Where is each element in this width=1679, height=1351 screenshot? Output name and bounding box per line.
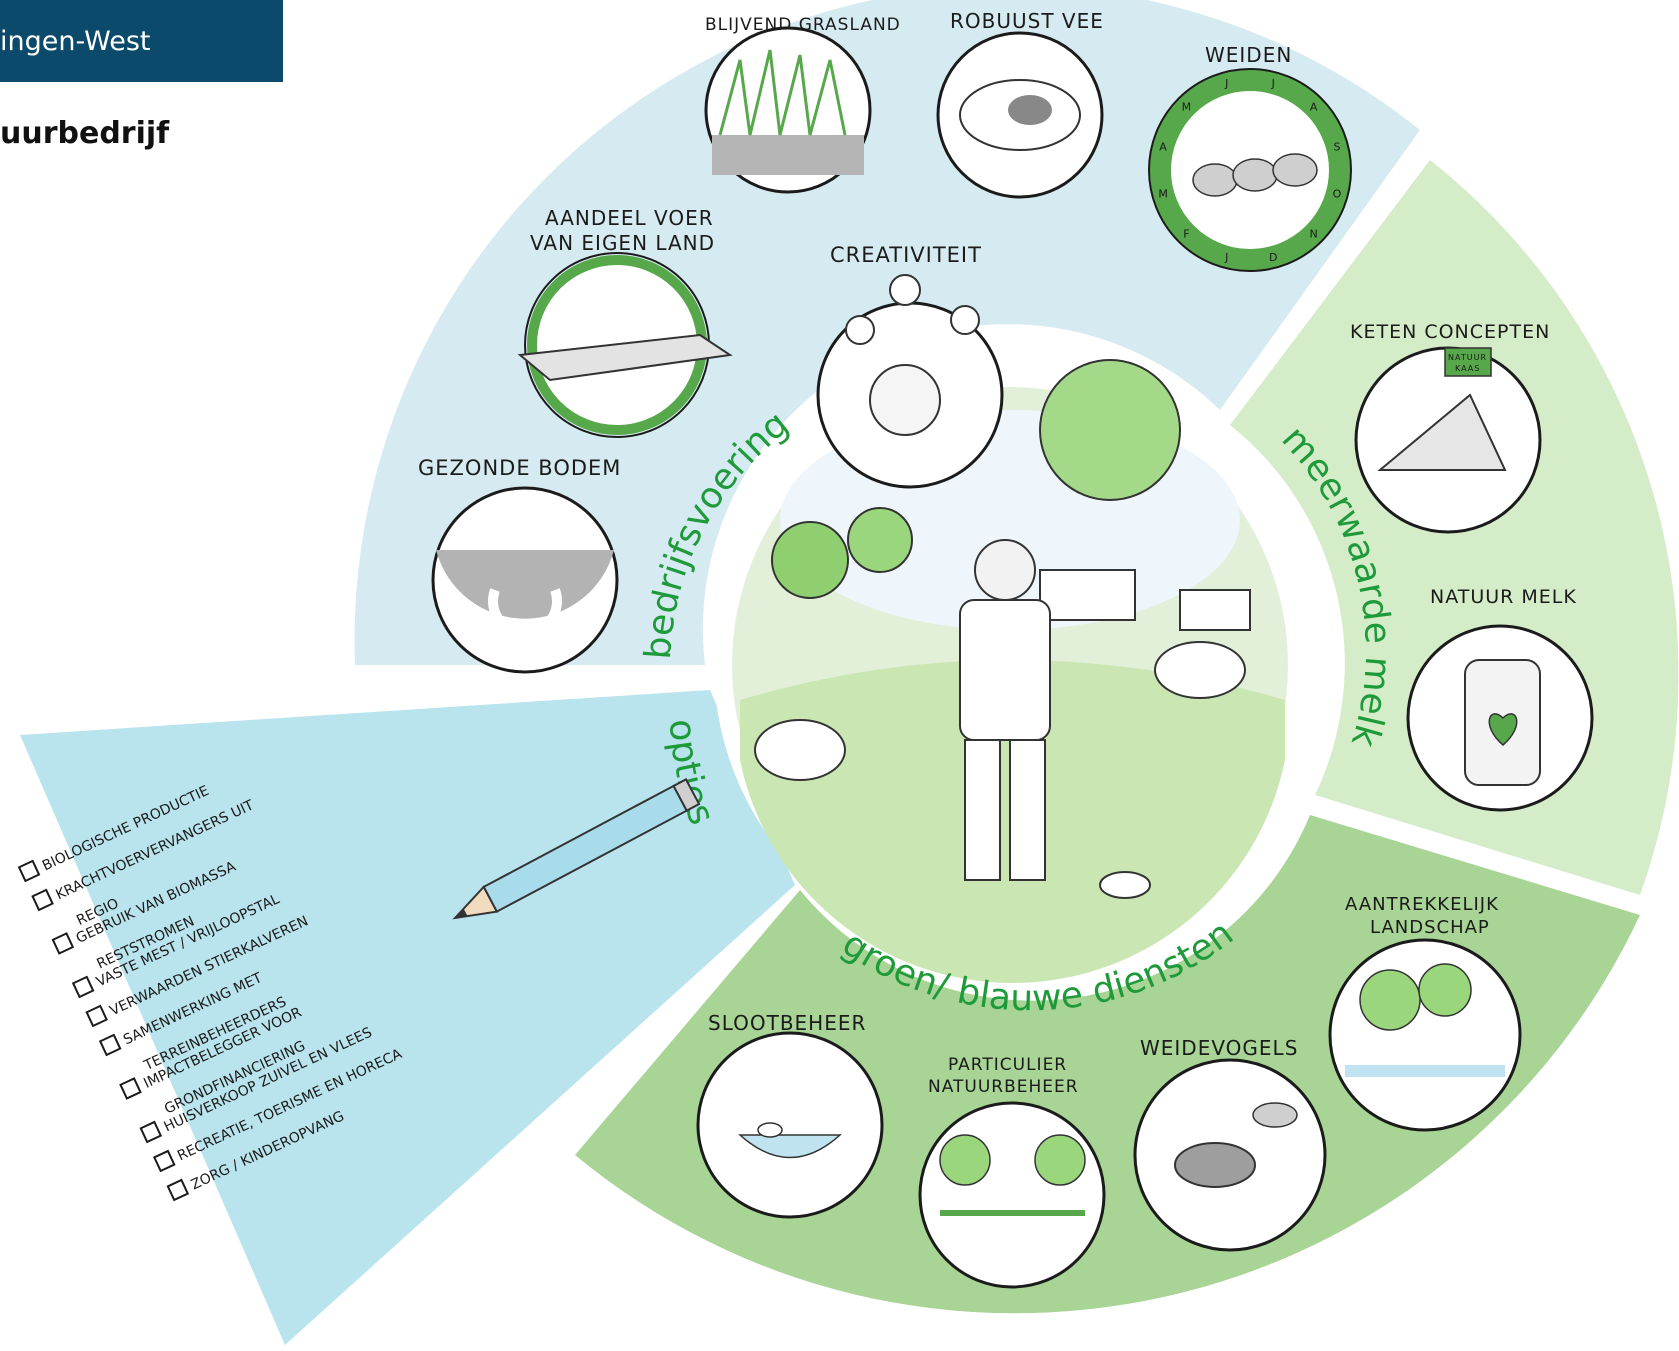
- checkbox-icon[interactable]: [139, 1120, 163, 1144]
- person-head-icon: [869, 364, 941, 436]
- nature-management-circle: [918, 1101, 1106, 1289]
- page-heading: uurbedrijf: [0, 116, 170, 151]
- tree-icon: [1418, 963, 1472, 1017]
- pencil-icon: [452, 777, 701, 920]
- tree-icon: [1039, 359, 1181, 501]
- lapwing-icon: [1174, 1142, 1256, 1188]
- item-label-landschap: LANDSCHAP: [1370, 917, 1490, 938]
- checkbox-icon[interactable]: [166, 1178, 190, 1202]
- item-label-slootbeheer: SLOOTBEHEER: [708, 1011, 866, 1035]
- soil-layer: [436, 550, 614, 619]
- lightbulb-icon: [889, 274, 921, 306]
- cow-icon: [1232, 158, 1278, 192]
- cow-icon: [1154, 641, 1246, 699]
- cow-icon: [1272, 153, 1318, 187]
- cow-icon: [1192, 163, 1238, 197]
- checkbox-icon[interactable]: [71, 975, 95, 999]
- item-label-keten-concepten: KETEN CONCEPTEN: [1350, 321, 1550, 343]
- calendar-month-label: J: [1224, 77, 1228, 90]
- tree-icon: [1359, 969, 1421, 1031]
- cow-icon: [754, 719, 846, 781]
- ditch-water: [1345, 1065, 1505, 1077]
- checkbox-icon[interactable]: [51, 932, 75, 955]
- bird-icon: [1099, 871, 1151, 899]
- item-label-natuur-melk: NATUUR MELK: [1430, 586, 1577, 608]
- calendar-month-label: M: [1158, 187, 1168, 200]
- checkbox-icon[interactable]: [119, 1077, 142, 1100]
- calendar-month-label: N: [1310, 228, 1318, 241]
- calendar-month-label: O: [1333, 187, 1342, 200]
- calendar-month-label: S: [1333, 141, 1340, 154]
- item-label-eigen-land: VAN EIGEN LAND: [530, 231, 715, 255]
- tree-icon: [1034, 1134, 1086, 1186]
- ditch-water: [738, 1134, 842, 1159]
- checkbox-icon[interactable]: [17, 859, 41, 883]
- flag-icon: [1444, 347, 1492, 377]
- item-label-robuust-vee: ROBUUST VEE: [950, 9, 1104, 33]
- checkbox-icon[interactable]: [85, 1004, 108, 1028]
- item-label-blijvend-grasland: BLIJVEND GRASLAND: [705, 15, 901, 35]
- calendar-month-label: J: [1224, 251, 1228, 264]
- item-label-natuurbeheer: NATUURBEHEER: [928, 1077, 1079, 1097]
- header-banner: ingen-West: [0, 0, 283, 82]
- farmer-icon: [959, 539, 1051, 881]
- flag-text-kaas: KAAS: [1455, 364, 1480, 373]
- calendar-month-label: D: [1269, 251, 1277, 264]
- calendar-month-label: F: [1183, 228, 1189, 241]
- header-title: ingen-West: [0, 26, 151, 57]
- cow-spot: [1008, 95, 1052, 125]
- landscape-circle: [1328, 938, 1522, 1132]
- cycle-arrow-icon: [488, 588, 562, 639]
- flag-text-natuur: NATUUR: [1448, 353, 1487, 362]
- tree-icon: [771, 521, 849, 599]
- item-label-weidevogels: WEIDEVOGELS: [1140, 1036, 1298, 1060]
- ditch-circle: [696, 1031, 884, 1219]
- duck-icon: [757, 1122, 783, 1138]
- godwit-icon: [1252, 1102, 1298, 1128]
- calendar-month-label: A: [1310, 100, 1318, 113]
- checkbox-icon[interactable]: [98, 1033, 122, 1057]
- calendar-ring-outline: [1148, 68, 1352, 272]
- item-label-weiden: WEIDEN: [1205, 43, 1292, 67]
- lightbulb-icon: [845, 315, 875, 345]
- tree-icon: [939, 1134, 991, 1186]
- item-label-particulier: PARTICULIER: [948, 1055, 1067, 1075]
- calendar-month-label: J: [1271, 77, 1275, 90]
- calendar-month-label: A: [1159, 141, 1167, 154]
- fence-icon: [940, 1210, 1085, 1216]
- item-label-aandeel-voer: AANDEEL VOER: [545, 206, 714, 230]
- checkbox-icon[interactable]: [31, 888, 54, 912]
- lightbulb-icon: [950, 305, 980, 335]
- item-label-aantrekkelijk: AANTREKKELIJK: [1345, 894, 1499, 915]
- heart-icon: [1488, 713, 1518, 746]
- tree-icon: [847, 507, 913, 573]
- calendar-months: J F M A M J J A S O N D: [1158, 77, 1341, 264]
- land-slab: [517, 333, 733, 382]
- item-label-creativiteit: CREATIVITEIT: [830, 243, 982, 267]
- checkbox-icon[interactable]: [152, 1149, 176, 1173]
- grass-blades: [718, 49, 847, 136]
- calendar-month-label: M: [1182, 100, 1192, 113]
- cheese-icon: [1377, 393, 1507, 471]
- item-label-gezonde-bodem: GEZONDE BODEM: [418, 456, 621, 480]
- soil-layer: [712, 135, 864, 175]
- barn-icon: [1179, 589, 1251, 631]
- barn-icon: [1039, 569, 1136, 621]
